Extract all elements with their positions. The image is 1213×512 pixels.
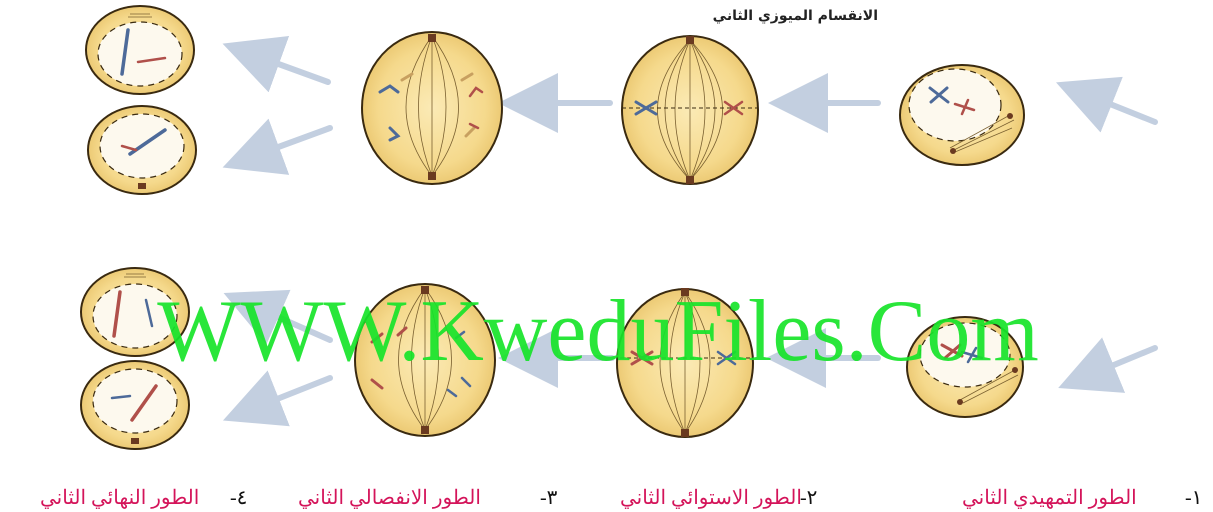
metaphase-ii-cell-top — [622, 36, 758, 184]
caption-1-label: الطور التمهيدي الثاني — [962, 485, 1137, 510]
caption-4-number: ٤- — [230, 485, 247, 510]
caption-3-number: ٣- — [540, 485, 557, 510]
telophase-ii-cell-top-1 — [86, 6, 194, 94]
arrow-telophase-top-2 — [262, 128, 330, 153]
caption-3-label: الطور الانفصالي الثاني — [298, 485, 481, 510]
anaphase-ii-cell-top — [362, 32, 502, 184]
telophase-ii-cell-top-2 — [88, 106, 196, 194]
prophase-ii-cell-top — [900, 65, 1024, 165]
caption-2-label: الطور الاستوائي الثاني — [620, 485, 802, 510]
watermark: WWW.KweduFiles.Com — [118, 288, 1078, 376]
arrow-prophase-top — [1095, 98, 1155, 122]
diagram-title: الانقسام الميوزي الثاني — [700, 8, 878, 24]
arrow-telophase-bottom-2 — [262, 378, 330, 405]
caption-1-number: ١- — [1185, 485, 1202, 510]
arrow-telophase-top-1 — [262, 58, 328, 82]
caption-2-number: ٢- — [800, 485, 817, 510]
caption-4-label: الطور النهائي الثاني — [40, 485, 199, 510]
arrow-prophase-bottom — [1097, 348, 1155, 372]
